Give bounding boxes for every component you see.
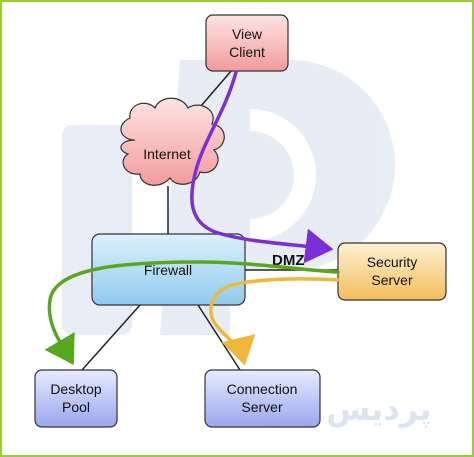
connector-firewall-desktop: [81, 304, 141, 371]
connection-server-node: Connection Server: [204, 369, 321, 428]
firewall-node: Firewall: [91, 233, 246, 306]
dmz-label: DMZ: [272, 252, 305, 269]
internet-label: Internet: [143, 146, 191, 162]
security-server-line2: Server: [371, 272, 413, 288]
orange-flow-arrow: [209, 277, 340, 366]
security-server-node: Security Server: [337, 242, 447, 301]
desktop-pool-line2: Pool: [62, 399, 90, 415]
view-client-line2: Client: [229, 44, 265, 60]
firewall-label: Firewall: [144, 262, 192, 278]
desktop-pool-line1: Desktop: [50, 381, 102, 397]
purple-flow-arrow: [190, 70, 334, 264]
connection-server-line1: Connection: [227, 381, 298, 397]
view-client-line1: View: [232, 26, 263, 42]
desktop-pool-node: Desktop Pool: [34, 369, 118, 428]
connection-server-line2: Server: [241, 399, 283, 415]
green-flow-arrow: [44, 260, 340, 366]
security-server-line1: Security: [367, 254, 418, 270]
view-client-node: View Client: [205, 14, 289, 72]
